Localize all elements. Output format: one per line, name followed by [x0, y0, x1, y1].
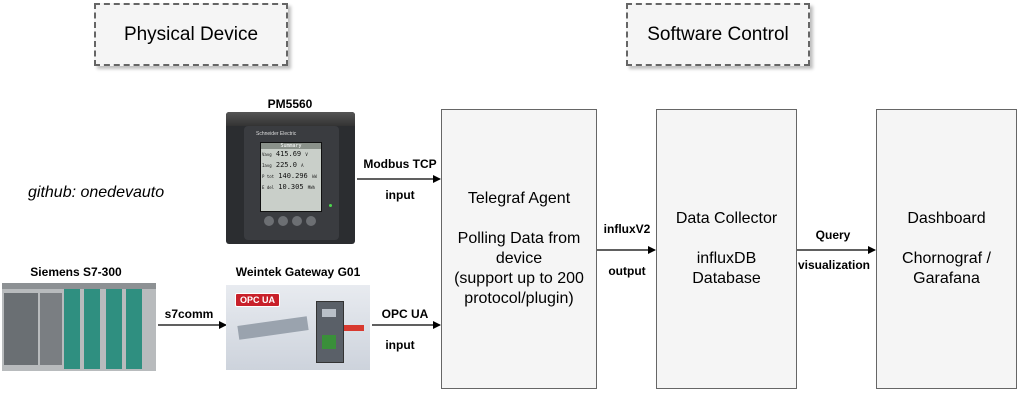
dashboard-line: Dashboard — [907, 210, 986, 227]
reading-unit: V — [305, 152, 308, 157]
weintek-title: Weintek Gateway G01 — [235, 265, 361, 279]
pm5560-buttons — [264, 216, 318, 228]
reading-value: 140.296 — [278, 172, 308, 180]
dashboard-box: Dashboard Chornograf / Garafana — [876, 109, 1017, 389]
collector-line: influxDB — [696, 250, 757, 267]
query-label: Query — [815, 228, 851, 242]
modbus-input-label: input — [385, 188, 415, 202]
reading-label: P tot — [262, 174, 275, 179]
telegraf-line: device — [495, 250, 543, 267]
telegraf-line: Telegraf Agent — [467, 190, 571, 207]
query-visualization-label: visualization — [797, 258, 871, 272]
pm5560-screen: Summary Vavg 415.69 V Iavg 225.0 A P tot… — [260, 142, 322, 212]
reading-label: Iavg — [262, 163, 272, 168]
opcua-input-label: input — [385, 338, 415, 352]
data-collector-box: Data Collector influxDB Database — [656, 109, 797, 389]
influx-output-label: output — [608, 264, 646, 278]
opcua-badge: OPC UA — [235, 293, 281, 307]
collector-line: Database — [692, 270, 761, 287]
telegraf-line: Polling Data from — [457, 230, 581, 247]
dashboard-line — [944, 229, 948, 249]
opcua-label: OPC UA — [381, 307, 429, 321]
pm5560-brand: Schneider Electric — [256, 131, 297, 137]
s7300-title: Siemens S7-300 — [30, 265, 122, 279]
collector-line: Data Collector — [675, 210, 778, 227]
reading-unit: kW — [312, 174, 317, 179]
software-control-text: Software Control — [647, 23, 789, 45]
telegraf-agent-box: Telegraf Agent Polling Data from device … — [441, 109, 597, 389]
influx-label: influxV2 — [603, 222, 651, 236]
weintek-image: OPC UA — [226, 285, 370, 370]
reading-unit: A — [301, 163, 304, 168]
telegraf-line — [517, 209, 521, 229]
collector-line — [724, 229, 728, 249]
reading-value: 10.305 — [278, 183, 304, 191]
pm5560-title: PM5560 — [267, 97, 313, 111]
telegraf-line: protocol/plugin) — [464, 290, 574, 307]
github-watermark: github: onedevauto — [28, 184, 165, 201]
telegraf-line: (support up to 200 — [454, 270, 584, 287]
dashboard-line: Garafana — [913, 270, 980, 287]
s7comm-label: s7comm — [164, 307, 214, 321]
modbus-label: Modbus TCP — [363, 157, 437, 171]
pm5560-image: Schneider Electric Summary Vavg 415.69 V… — [226, 112, 355, 244]
physical-device-text: Physical Device — [123, 23, 259, 45]
reading-label: Vavg — [262, 152, 272, 157]
pm5560-screen-title: Summary — [261, 143, 321, 149]
s7300-image — [2, 283, 156, 371]
reading-label: E del — [262, 185, 275, 190]
dashboard-line: Chornograf / — [902, 250, 991, 267]
reading-unit: MWh — [307, 185, 316, 190]
physical-device-label: Physical Device — [94, 3, 288, 66]
reading-value: 225.0 — [275, 161, 297, 169]
reading-value: 415.69 — [275, 150, 302, 158]
software-control-label: Software Control — [626, 3, 810, 66]
